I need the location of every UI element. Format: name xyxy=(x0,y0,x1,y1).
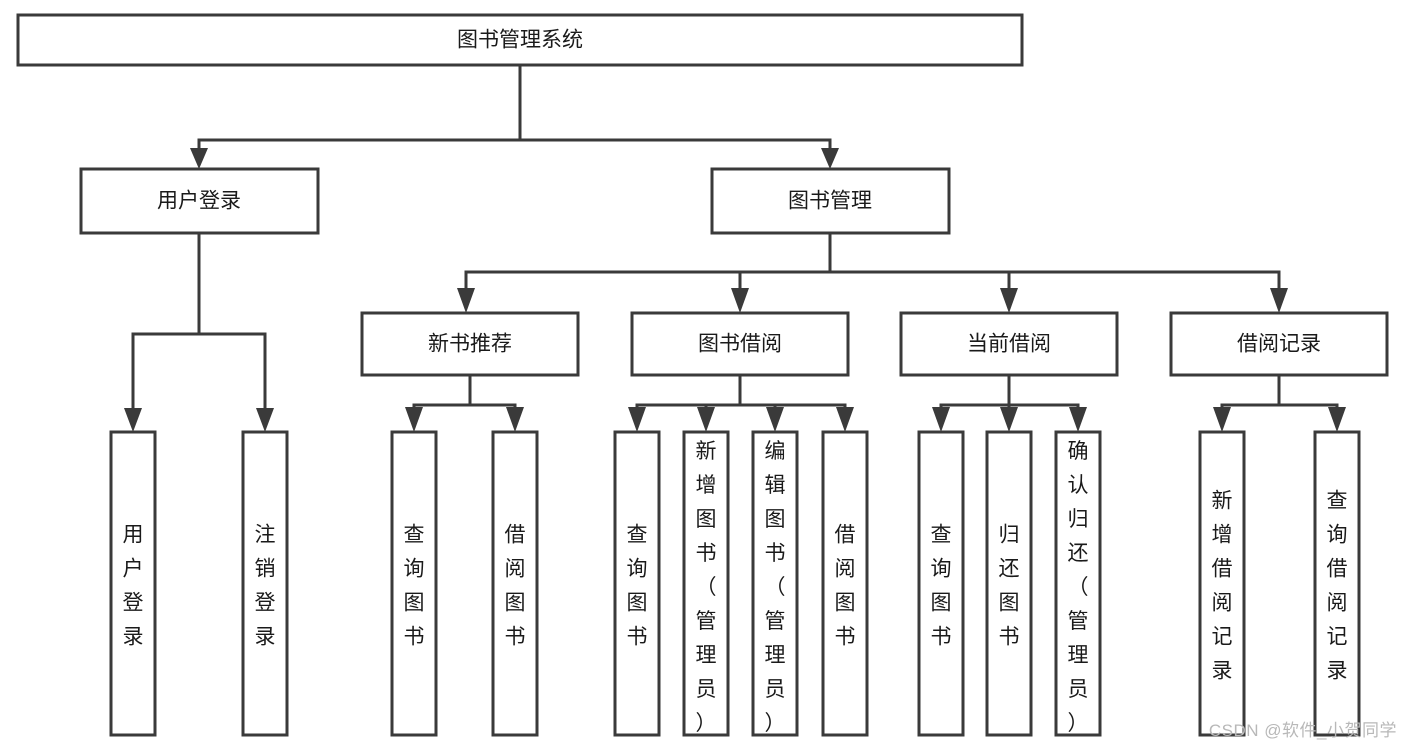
node-borrow-records[interactable]: 借阅记录 xyxy=(1169,311,1389,377)
node-book-borrow[interactable]: 图书借阅 xyxy=(630,311,850,377)
arrow-head-borrow-1 xyxy=(628,407,646,432)
connector-group-current-borrow xyxy=(932,373,1087,432)
leaf-node-box[interactable] xyxy=(821,430,869,737)
node-current-borrow-box[interactable] xyxy=(899,311,1119,377)
leaf-node-label: 注销登录 xyxy=(255,524,276,649)
leaf-node-box[interactable] xyxy=(917,430,965,737)
arrow-head-bookmanage-1 xyxy=(457,288,475,313)
arrow-head-bookmanage-2 xyxy=(731,288,749,313)
node-user-login-box[interactable] xyxy=(79,167,320,235)
arrow-head-records-2 xyxy=(1328,407,1346,432)
node-borrow-records-label: 借阅记录 xyxy=(1237,333,1321,356)
leaf-node[interactable]: 查询图书 xyxy=(390,430,438,737)
node-book-borrow-box[interactable] xyxy=(630,311,850,377)
arrow-head-bookmanage-3 xyxy=(1000,288,1018,313)
leaf-node-box[interactable] xyxy=(613,430,661,737)
arrow-head-root-2 xyxy=(821,148,839,169)
node-book-management-label: 图书管理 xyxy=(788,190,872,213)
leaf-node-box[interactable] xyxy=(751,430,799,737)
node-borrow-records-box[interactable] xyxy=(1169,311,1389,377)
arrow-head-newbooks-1 xyxy=(405,407,423,432)
leaf-node-box[interactable] xyxy=(241,430,289,737)
leaf-node[interactable]: 确认归还（管理员） xyxy=(1054,430,1102,737)
leaf-node[interactable]: 新增图书（管理员） xyxy=(682,430,730,737)
arrow-head-root-1 xyxy=(190,148,208,169)
leaf-node-label: 查询图书 xyxy=(627,524,648,649)
node-new-book-recommend-box[interactable] xyxy=(360,311,580,377)
leaf-node[interactable]: 借阅图书 xyxy=(491,430,539,737)
leaf-node-label: 新增图书（管理员） xyxy=(696,440,717,735)
leaf-node-layer: 用户登录 注销登录 查询图书 借阅图书 查询图书 新增图书（管理员） 编辑图书（管理员） 借阅… xyxy=(109,430,1361,737)
node-root[interactable]: 图书管理系统 xyxy=(16,13,1024,67)
connector-group-new-books xyxy=(405,373,524,432)
leaf-node-label: 查询图书 xyxy=(931,524,952,649)
leaf-node-box[interactable] xyxy=(109,430,157,737)
leaf-node-label: 编辑图书（管理员） xyxy=(765,440,786,735)
arrow-head-records-1 xyxy=(1213,407,1231,432)
leaf-node-label: 借阅图书 xyxy=(835,524,856,649)
leaf-node-box[interactable] xyxy=(491,430,539,737)
arrow-head-userlogin-1 xyxy=(124,408,142,432)
leaf-node[interactable]: 编辑图书（管理员） xyxy=(751,430,799,737)
node-current-borrow-label: 当前借阅 xyxy=(967,333,1051,356)
node-book-management[interactable]: 图书管理 xyxy=(710,167,951,235)
arrow-head-currentborrow-2 xyxy=(1000,407,1018,432)
arrow-head-borrow-3 xyxy=(766,407,784,432)
leaf-node[interactable]: 查询图书 xyxy=(917,430,965,737)
node-new-book-recommend-label: 新书推荐 xyxy=(428,333,512,356)
node-book-management-box[interactable] xyxy=(710,167,951,235)
leaf-node-label: 新增借阅记录 xyxy=(1212,490,1233,683)
arrow-head-newbooks-2 xyxy=(506,407,524,432)
arrow-head-borrow-4 xyxy=(836,407,854,432)
leaf-node-box[interactable] xyxy=(1313,430,1361,737)
leaf-node-label: 归还图书 xyxy=(999,524,1020,649)
leaf-node-label: 查询借阅记录 xyxy=(1327,490,1348,683)
leaf-node-label: 用户登录 xyxy=(123,524,144,649)
arrow-head-bookmanage-4 xyxy=(1270,288,1288,313)
node-new-book-recommend[interactable]: 新书推荐 xyxy=(360,311,580,377)
leaf-node-box[interactable] xyxy=(1054,430,1102,737)
node-user-login[interactable]: 用户登录 xyxy=(79,167,320,235)
node-root-box[interactable] xyxy=(16,13,1024,67)
node-current-borrow[interactable]: 当前借阅 xyxy=(899,311,1119,377)
leaf-node-box[interactable] xyxy=(390,430,438,737)
arrow-head-currentborrow-3 xyxy=(1069,407,1087,432)
arrow-head-borrow-2 xyxy=(697,407,715,432)
leaf-node[interactable]: 归还图书 xyxy=(985,430,1033,737)
leaf-node[interactable]: 查询图书 xyxy=(613,430,661,737)
node-user-login-label: 用户登录 xyxy=(157,190,241,213)
connector-group-book-manage xyxy=(457,231,1288,313)
connector-group-root xyxy=(190,63,839,169)
connector-group-borrow xyxy=(628,373,854,432)
watermark-text: CSDN @软件_小贺同学 xyxy=(1208,721,1397,740)
leaf-node-box[interactable] xyxy=(1198,430,1246,737)
leaf-node-label: 借阅图书 xyxy=(505,524,526,649)
arrow-head-currentborrow-1 xyxy=(932,407,950,432)
leaf-node[interactable]: 注销登录 xyxy=(241,430,289,737)
leaf-node-label: 确认归还（管理员） xyxy=(1068,440,1089,735)
node-book-borrow-label: 图书借阅 xyxy=(698,333,782,356)
leaf-node-box[interactable] xyxy=(985,430,1033,737)
leaf-node[interactable]: 借阅图书 xyxy=(821,430,869,737)
connector-group-user-login xyxy=(124,231,274,432)
arrow-head-userlogin-2 xyxy=(256,408,274,432)
leaf-node[interactable]: 查询借阅记录 xyxy=(1313,430,1361,737)
leaf-node-label: 查询图书 xyxy=(404,524,425,649)
node-root-label: 图书管理系统 xyxy=(457,29,583,52)
leaf-node-box[interactable] xyxy=(682,430,730,737)
connector-group-records xyxy=(1213,373,1346,432)
leaf-node[interactable]: 用户登录 xyxy=(109,430,157,737)
leaf-node[interactable]: 新增借阅记录 xyxy=(1198,430,1246,737)
